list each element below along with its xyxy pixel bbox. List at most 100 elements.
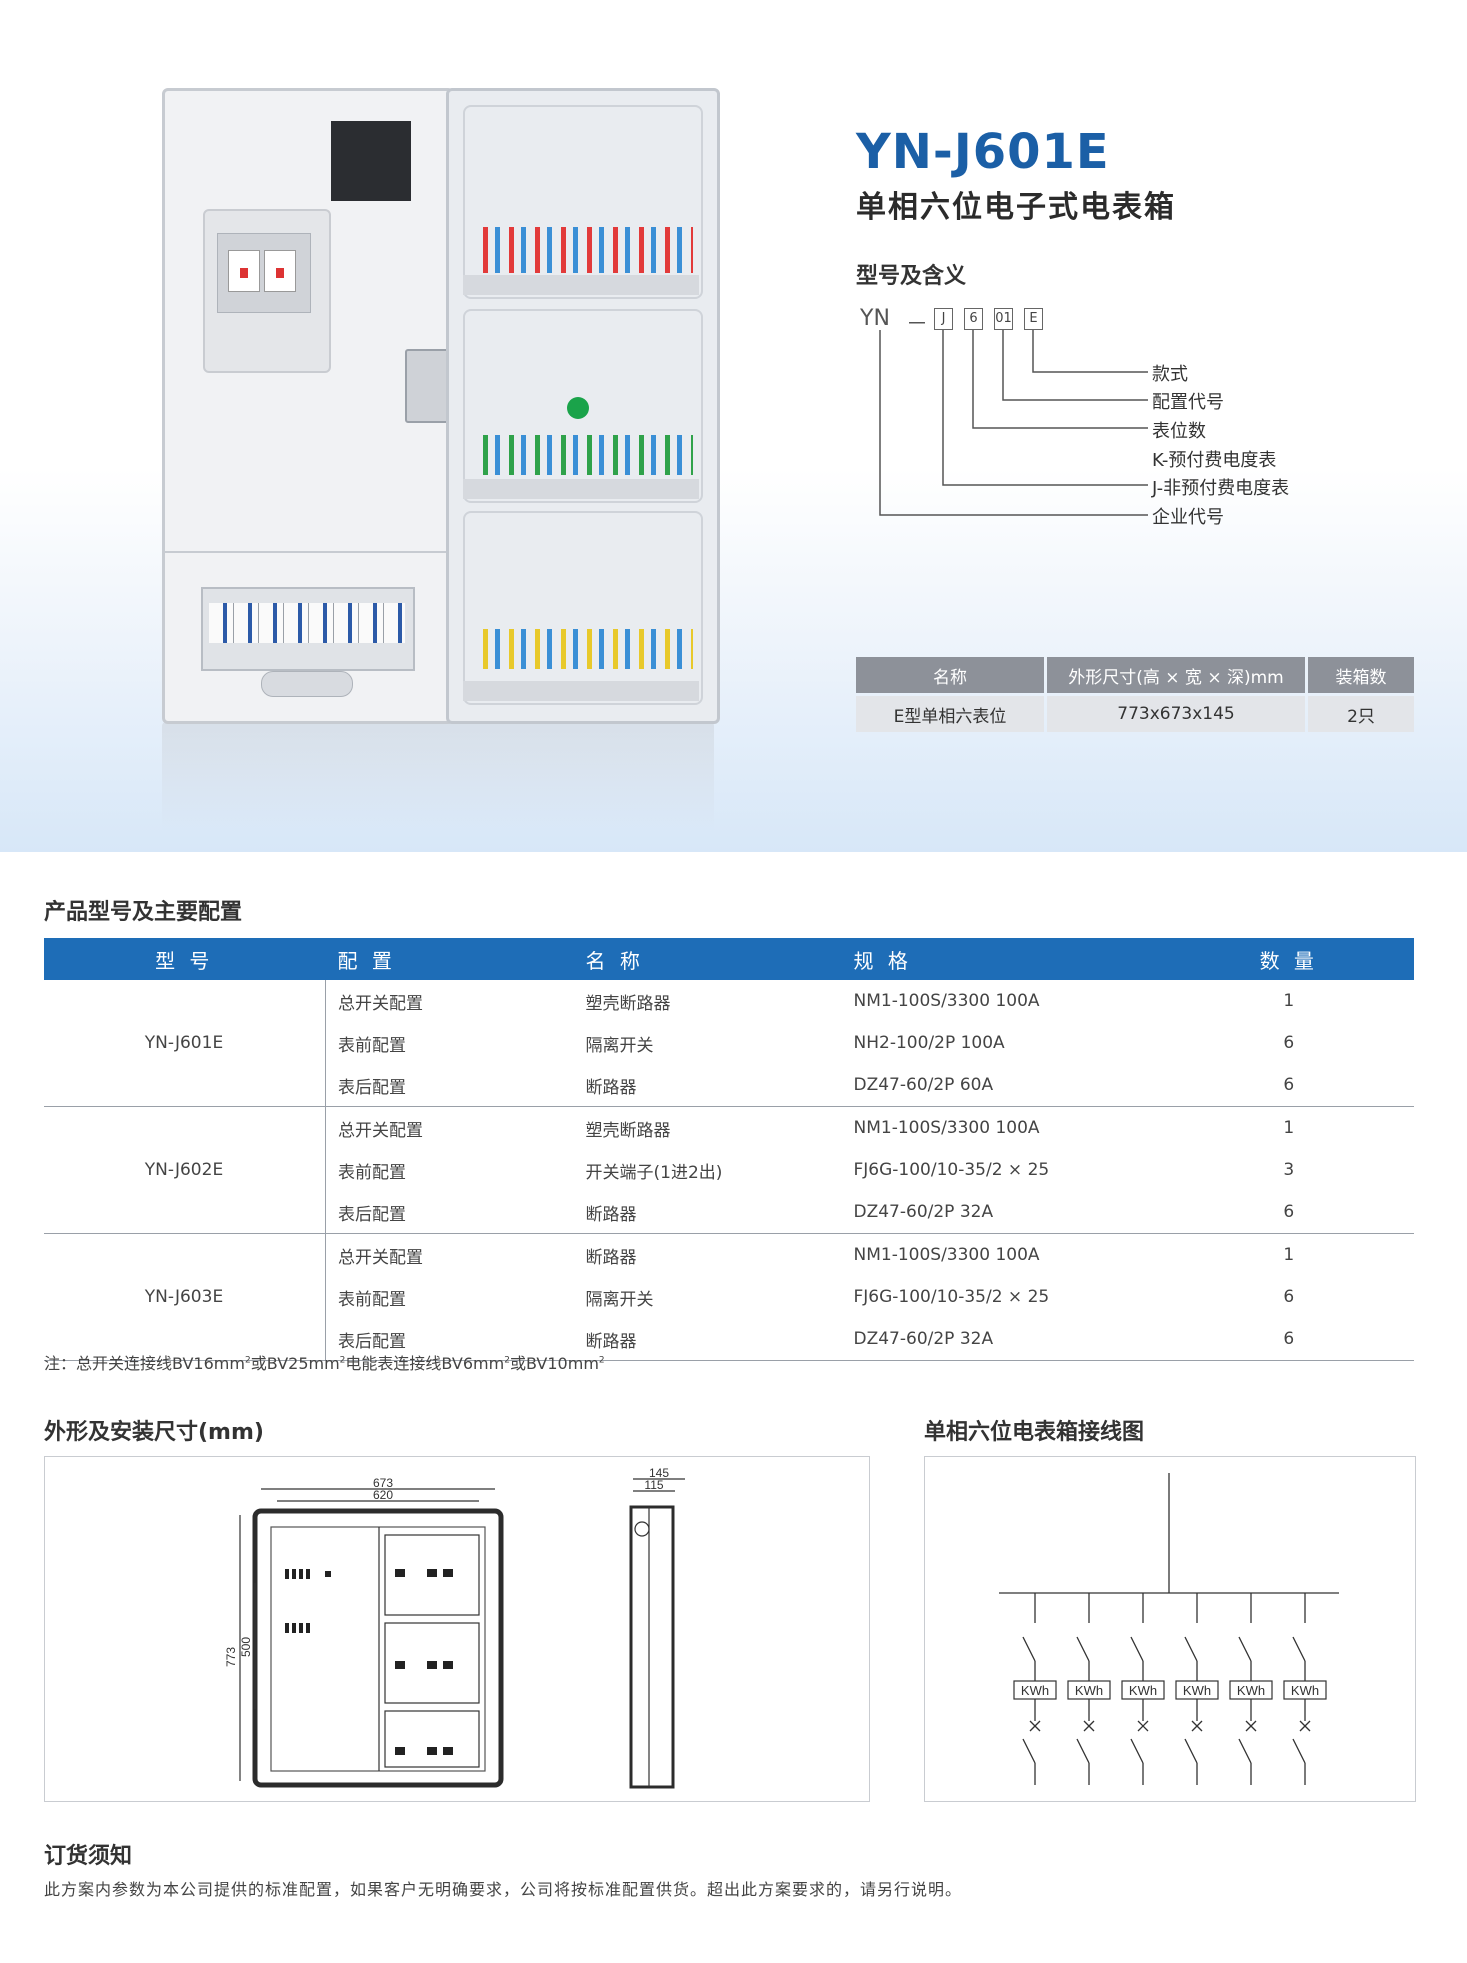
name-cell: 隔离开关 [585,1289,654,1310]
breaker-switch [1238,1738,1252,1764]
config-cell: 表后配置 [325,1064,574,1107]
table-row: YN-J602E 总开关配置 塑壳断路器 NM1-100S/3300 100A … [44,1106,1414,1234]
dim-height-inner: 500 [239,1637,253,1657]
table-row: 表前配置 隔离开关 NH2-100/2P 100A 6 [44,1022,1414,1064]
wire-set-yellow-blue [483,629,693,669]
code-label-style: 款式 [1152,364,1188,385]
config-header-qty: 数 量 [1164,938,1414,980]
kwh-meter-label: KWh [1291,1683,1319,1698]
dim-height-outer: 773 [224,1647,238,1667]
config-header-config: 配 置 [325,938,574,980]
wire-set-red-blue [483,227,693,273]
model-cell: YN-J602E [44,1106,326,1234]
spec-cell: NM1-100S/3300 100A [853,1245,1040,1265]
spec-cell: NM1-100S/3300 100A [853,991,1040,1011]
dim-depth-inner: 115 [644,1478,663,1492]
qty-cell: 3 [1283,1160,1295,1180]
kwh-meter-label: KWh [1021,1683,1049,1698]
order-text: 此方案内参数为本公司提供的标准配置，如果客户无明确要求，公司将按标准配置供货。超… [44,1880,963,1899]
breaker-mark [1191,1720,1203,1732]
qty-cell: 6 [1164,1318,1414,1361]
code-box-style: E [1024,308,1043,330]
breaker-switch [1292,1738,1306,1764]
table-row: 表后配置 断路器 DZ47-60/2P 32A 6 [44,1318,1414,1361]
name-cell: 断路器 [585,1247,637,1268]
spec-cell: DZ47-60/2P 32A [841,1191,1165,1234]
code-label-prepaid: K-预付费电度表 [1152,450,1277,471]
product-cabinet-door [162,88,454,724]
spec-cell: DZ47-60/2P 60A [841,1064,1165,1107]
qty-cell: 6 [1164,1191,1414,1234]
code-label-nonprepaid: J-非预付费电度表 [1152,478,1290,499]
spec-table: 名称 外形尺寸(高 × 宽 × 深)mm 装箱数 E型单相六表位 773x673… [853,654,1417,735]
breaker-mark [1083,1720,1095,1732]
breaker-switch [1184,1738,1198,1764]
table-row: YN-J601E 总开关配置 塑壳断路器 NM1-100S/3300 100A … [44,980,1414,1107]
green-indicator [567,397,589,419]
config-note: 注：总开关连接线BV16mm2或BV25mm2电能表连接线BV6mm2或BV10… [44,1354,605,1373]
spec-header-pack: 装箱数 [1308,657,1414,693]
qty-cell: 6 [1283,1033,1295,1053]
breaker-mark [1137,1720,1149,1732]
isolator-switch [1076,1636,1090,1662]
kwh-meter-label: KWh [1237,1683,1265,1698]
dim-width-outer: 673 [373,1476,393,1490]
spec-header-name: 名称 [856,657,1044,693]
spec-cell-pack: 2只 [1308,696,1414,732]
product-cabinet-interior [446,88,720,724]
qty-cell: 1 [1283,1118,1295,1138]
breaker-switch [1130,1738,1144,1764]
breaker-switch [1022,1738,1036,1764]
config-cell: 总开关配置 [338,1247,423,1268]
table-row: 表后配置 断路器 DZ47-60/2P 32A 6 [44,1191,1414,1234]
config-cell: 表前配置 [338,1289,406,1310]
config-cell: 总开关配置 [338,1120,423,1141]
config-cell: 表后配置 [325,1191,574,1234]
code-box-positions: 6 [964,308,983,330]
table-row: YN-J603E 总开关配置 断路器 NM1-100S/3300 100A 1 [44,1233,1414,1361]
isolator-switch [1130,1636,1144,1662]
main-breaker-compartment [203,209,331,373]
code-box-type: J [934,308,953,330]
spec-cell-size: 773x673x145 [1047,696,1305,732]
name-cell: 断路器 [573,1318,842,1361]
code-dash: － [906,312,929,337]
breaker-mark [1245,1720,1257,1732]
table-row: 表前配置 隔离开关 FJ6G-100/10-35/2 × 25 6 [44,1276,1414,1318]
config-header-model: 型 号 [44,938,326,980]
divider-line [165,551,451,553]
name-cell: 开关端子(1进2出) [585,1162,723,1183]
product-reflection [162,722,714,832]
wiring-title: 单相六位电表箱接线图 [924,1420,1145,1445]
name-cell: 断路器 [573,1191,842,1234]
config-table: 型 号 配 置 名 称 规 格 数 量 YN-J601E 总开关配置 塑壳断路器… [44,938,1414,1361]
breaker-mark [1299,1720,1311,1732]
code-prefix: YN [860,306,890,331]
code-label-config: 配置代号 [1152,392,1224,413]
config-cell: 表后配置 [325,1318,574,1361]
spec-cell: NH2-100/2P 100A [853,1033,1005,1053]
spec-cell: FJ6G-100/10-35/2 × 25 [853,1160,1050,1180]
isolator-switch [1238,1636,1252,1662]
config-cell: 表前配置 [338,1035,406,1056]
model-title: YN-J601E [856,124,1110,180]
name-cell: 塑壳断路器 [585,1120,671,1141]
model-subtitle: 单相六位电子式电表箱 [856,190,1176,225]
kwh-meter-label: KWh [1129,1683,1157,1698]
dim-width-inner: 620 [373,1488,393,1502]
spec-cell: FJ6G-100/10-35/2 × 25 [853,1287,1050,1307]
door-handle [261,671,353,697]
dimensions-title: 外形及安装尺寸(mm) [44,1420,264,1445]
code-label-enterprise: 企业代号 [1152,507,1224,528]
meter-window [331,121,411,201]
name-cell: 隔离开关 [585,1035,654,1056]
breaker-mark [1029,1720,1041,1732]
breaker-switch [1076,1738,1090,1764]
spec-cell: DZ47-60/2P 32A [841,1318,1165,1361]
config-cell: 表前配置 [338,1162,406,1183]
code-box-config: 01 [994,308,1013,330]
qty-cell: 6 [1164,1064,1414,1107]
isolator-switch [1184,1636,1198,1662]
